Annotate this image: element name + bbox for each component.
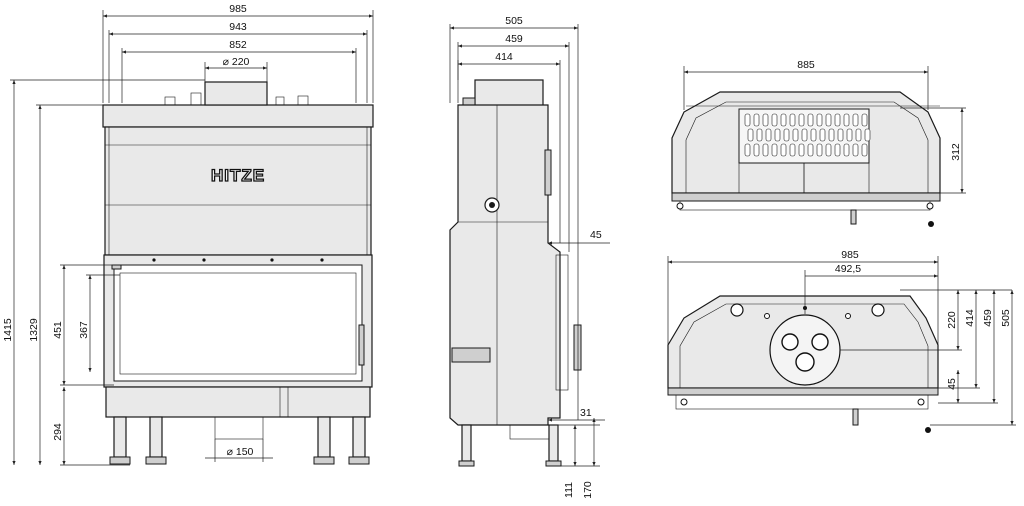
dim-414-bottom: 414 bbox=[964, 309, 976, 327]
grille-slot bbox=[747, 128, 754, 142]
grille-slot bbox=[819, 128, 826, 142]
dim-1329: 1329 bbox=[28, 318, 40, 342]
side-view bbox=[449, 79, 582, 467]
dim-943: 943 bbox=[229, 21, 247, 33]
dim-312: 312 bbox=[950, 143, 962, 161]
dim-451: 451 bbox=[52, 321, 64, 339]
door-glass bbox=[113, 264, 363, 382]
grille-slot bbox=[861, 113, 868, 127]
grille-slot bbox=[816, 143, 823, 157]
grille-slot bbox=[789, 113, 796, 127]
grille-slot bbox=[855, 128, 862, 142]
grille-slot bbox=[753, 143, 760, 157]
bottom-flue-disc bbox=[769, 314, 841, 386]
dim-885: 885 bbox=[797, 59, 815, 71]
grille-slot bbox=[789, 143, 796, 157]
front-top-plate bbox=[102, 104, 374, 128]
front-dimensions: 985 943 852 ⌀ 220 1415 1329 451 367 294 bbox=[2, 3, 374, 466]
dim-294: 294 bbox=[52, 423, 64, 441]
dim-852: 852 bbox=[229, 39, 247, 51]
grille-slot bbox=[828, 128, 835, 142]
grille-slot bbox=[756, 128, 763, 142]
grille-slot bbox=[762, 143, 769, 157]
grille-slot bbox=[843, 113, 850, 127]
dim-459-bottom: 459 bbox=[982, 309, 994, 327]
dim-459: 459 bbox=[505, 33, 523, 45]
top-view bbox=[671, 91, 941, 227]
grille-slot bbox=[774, 128, 781, 142]
dim-220: 220 bbox=[946, 311, 958, 329]
dim-367: 367 bbox=[78, 321, 90, 339]
grille-slot bbox=[771, 113, 778, 127]
grille-slot bbox=[744, 113, 751, 127]
top-dimensions: 885 312 bbox=[683, 59, 966, 194]
dim-111: 111 bbox=[563, 482, 575, 498]
grille-slot bbox=[834, 113, 841, 127]
dim-1415: 1415 bbox=[2, 318, 14, 342]
grille-slot bbox=[792, 128, 799, 142]
grille-slot bbox=[801, 128, 808, 142]
grille-slot bbox=[807, 113, 814, 127]
grille-slot bbox=[798, 143, 805, 157]
side-dimensions: 505 459 414 45 31 111 170 bbox=[449, 15, 610, 499]
dim-414: 414 bbox=[495, 51, 513, 63]
grille-slot bbox=[771, 143, 778, 157]
grille-slot bbox=[816, 113, 823, 127]
grille-slot bbox=[825, 143, 832, 157]
dim-170: 170 bbox=[582, 481, 594, 499]
grille-slot bbox=[852, 143, 859, 157]
grille-slot bbox=[846, 128, 853, 142]
dim-flue-220: ⌀ 220 bbox=[223, 56, 250, 68]
grille-slot bbox=[843, 143, 850, 157]
grille-slot bbox=[825, 113, 832, 127]
grille-slot bbox=[753, 113, 760, 127]
dim-505-bottom: 505 bbox=[1000, 309, 1012, 327]
grille-slot bbox=[852, 113, 859, 127]
grille-slot bbox=[837, 128, 844, 142]
grille-slot bbox=[798, 113, 805, 127]
grille-slot bbox=[765, 128, 772, 142]
dim-air-150: ⌀ 150 bbox=[227, 446, 254, 458]
bottom-dimensions: 985 492,5 220 414 459 505 45 bbox=[667, 249, 1016, 426]
dim-31: 31 bbox=[580, 407, 592, 419]
brand-logo: HITZE bbox=[211, 166, 265, 185]
grille-slot bbox=[861, 143, 868, 157]
grille-slot bbox=[744, 143, 751, 157]
grille-slot bbox=[810, 128, 817, 142]
dim-985: 985 bbox=[229, 3, 247, 15]
grille-slot bbox=[783, 128, 790, 142]
grille-slot bbox=[780, 113, 787, 127]
grille-slot bbox=[807, 143, 814, 157]
side-bracket bbox=[451, 347, 491, 363]
dim-45-bottom: 45 bbox=[946, 378, 958, 390]
front-hood bbox=[104, 126, 372, 256]
dim-45: 45 bbox=[590, 229, 602, 241]
front-view: HITZE bbox=[102, 81, 374, 465]
flue-collar bbox=[204, 81, 268, 106]
grille-slot bbox=[834, 143, 841, 157]
dim-505: 505 bbox=[505, 15, 523, 27]
side-body bbox=[449, 104, 561, 426]
dim-4925: 492,5 bbox=[835, 263, 861, 275]
dim-985-bottom: 985 bbox=[841, 249, 859, 261]
grille-slot bbox=[762, 113, 769, 127]
bottom-view bbox=[667, 295, 939, 433]
front-legs bbox=[109, 416, 370, 465]
grille-slot bbox=[780, 143, 787, 157]
grille-slot bbox=[864, 128, 871, 142]
front-base bbox=[105, 386, 371, 418]
